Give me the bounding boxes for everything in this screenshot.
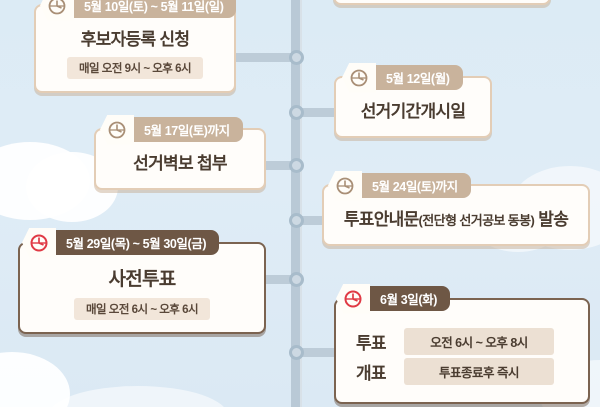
timeline-node-4 (289, 213, 304, 228)
card-early-voting[interactable]: 5월 29일(목) ~ 5월 30일(금) 사전투표 매일 오전 6시 ~ 오후… (18, 227, 266, 334)
clock-icon (342, 62, 376, 93)
clock-icon (100, 114, 134, 145)
card-title-note: (전단형 선거공보 동봉) (418, 213, 535, 228)
card-date: 5월 12일(월) (386, 72, 450, 86)
row-value-vote: 오전 6시 ~ 오후 8시 (404, 328, 554, 355)
timeline-node-2 (289, 105, 304, 120)
card-election-day[interactable]: 6월 3일(화) 투표 오전 6시 ~ 오후 8시 개표 투표종료후 즉시 (334, 283, 590, 404)
card-clipped-top-body (333, 0, 551, 5)
connector-voting-notice (298, 216, 332, 225)
connector-early-voting (262, 275, 294, 284)
card-date: 5월 17일(토)까지 (144, 124, 230, 138)
card-early-voting-body: 5월 29일(목) ~ 5월 30일(금) 사전투표 매일 오전 6시 ~ 오후… (18, 227, 266, 334)
clock-icon (22, 227, 56, 258)
card-election-period-start[interactable]: 5월 12일(월) 선거기간개시일 (334, 62, 492, 138)
card-title: 사전투표 (108, 269, 176, 290)
cloud-bottom-center (48, 386, 228, 407)
ribbon-election-poster: 5월 17일(토)까지 (100, 114, 243, 145)
timeline-node-1 (289, 50, 304, 65)
card-title: 선거기간개시일 (360, 102, 466, 121)
ribbon-election-period-start: 5월 12일(월) (342, 62, 463, 93)
table-row: 개표 투표종료후 즉시 (356, 358, 580, 385)
ribbon-election-day: 6월 3일(화) (336, 283, 451, 314)
card-clipped-top (333, 0, 551, 5)
clock-icon (336, 283, 370, 314)
ribbon-early-voting: 5월 29일(목) ~ 5월 30일(금) (22, 227, 220, 258)
card-date: 5월 29일(목) ~ 5월 30일(금) (66, 237, 207, 251)
table-row: 투표 오전 6시 ~ 오후 8시 (356, 328, 580, 355)
connector-candidate-registration (230, 53, 294, 62)
card-election-poster-body: 5월 17일(토)까지 선거벽보 첩부 (94, 114, 266, 190)
ribbon-candidate-registration: 5월 10일(토) ~ 5월 11일(일) (40, 0, 237, 21)
connector-election-day (298, 348, 338, 357)
card-title: 후보자등록 신청 (80, 30, 190, 49)
election-day-rows: 투표 오전 6시 ~ 오후 8시 개표 투표종료후 즉시 (344, 328, 580, 385)
row-value-count: 투표종료후 즉시 (404, 358, 554, 385)
card-election-period-start-body: 5월 12일(월) 선거기간개시일 (334, 62, 492, 138)
card-subpill: 매일 오전 9시 ~ 오후 6시 (66, 56, 204, 79)
row-label-vote: 투표 (356, 334, 386, 353)
card-date: 5월 10일(토) ~ 5월 11일(일) (84, 0, 224, 14)
card-title: 선거벽보 첩부 (133, 154, 227, 173)
card-subpill: 매일 오전 6시 ~ 오후 6시 (73, 297, 211, 320)
connector-election-poster (262, 161, 294, 170)
clock-icon (40, 0, 74, 21)
card-election-day-body: 6월 3일(화) 투표 오전 6시 ~ 오후 8시 개표 투표종료후 즉시 (334, 283, 590, 404)
card-voting-notice[interactable]: 5월 24일(토)까지 투표안내문(전단형 선거공보 동봉) 발송 (322, 170, 590, 246)
card-title: 투표안내문(전단형 선거공보 동봉) 발송 (334, 210, 578, 230)
card-candidate-registration[interactable]: 5월 10일(토) ~ 5월 11일(일) 후보자등록 신청 매일 오전 9시 … (34, 0, 237, 93)
card-date: 5월 24일(토)까지 (372, 180, 458, 194)
card-title-tail: 발송 (534, 210, 569, 229)
timeline-spine (291, 0, 302, 407)
card-candidate-registration-body: 5월 10일(토) ~ 5월 11일(일) 후보자등록 신청 매일 오전 9시 … (34, 0, 237, 93)
card-election-poster[interactable]: 5월 17일(토)까지 선거벽보 첩부 (94, 114, 266, 190)
timeline-node-3 (289, 158, 304, 173)
card-date: 6월 3일(화) (380, 293, 438, 307)
card-voting-notice-body: 5월 24일(토)까지 투표안내문(전단형 선거공보 동봉) 발송 (322, 170, 590, 246)
timeline-node-5 (289, 272, 304, 287)
row-label-count: 개표 (356, 364, 386, 383)
ribbon-voting-notice: 5월 24일(토)까지 (328, 170, 471, 201)
card-title-main: 투표안내문 (343, 210, 419, 229)
clock-icon (328, 170, 362, 201)
connector-election-period-start (298, 108, 346, 117)
timeline-node-6 (289, 345, 304, 360)
